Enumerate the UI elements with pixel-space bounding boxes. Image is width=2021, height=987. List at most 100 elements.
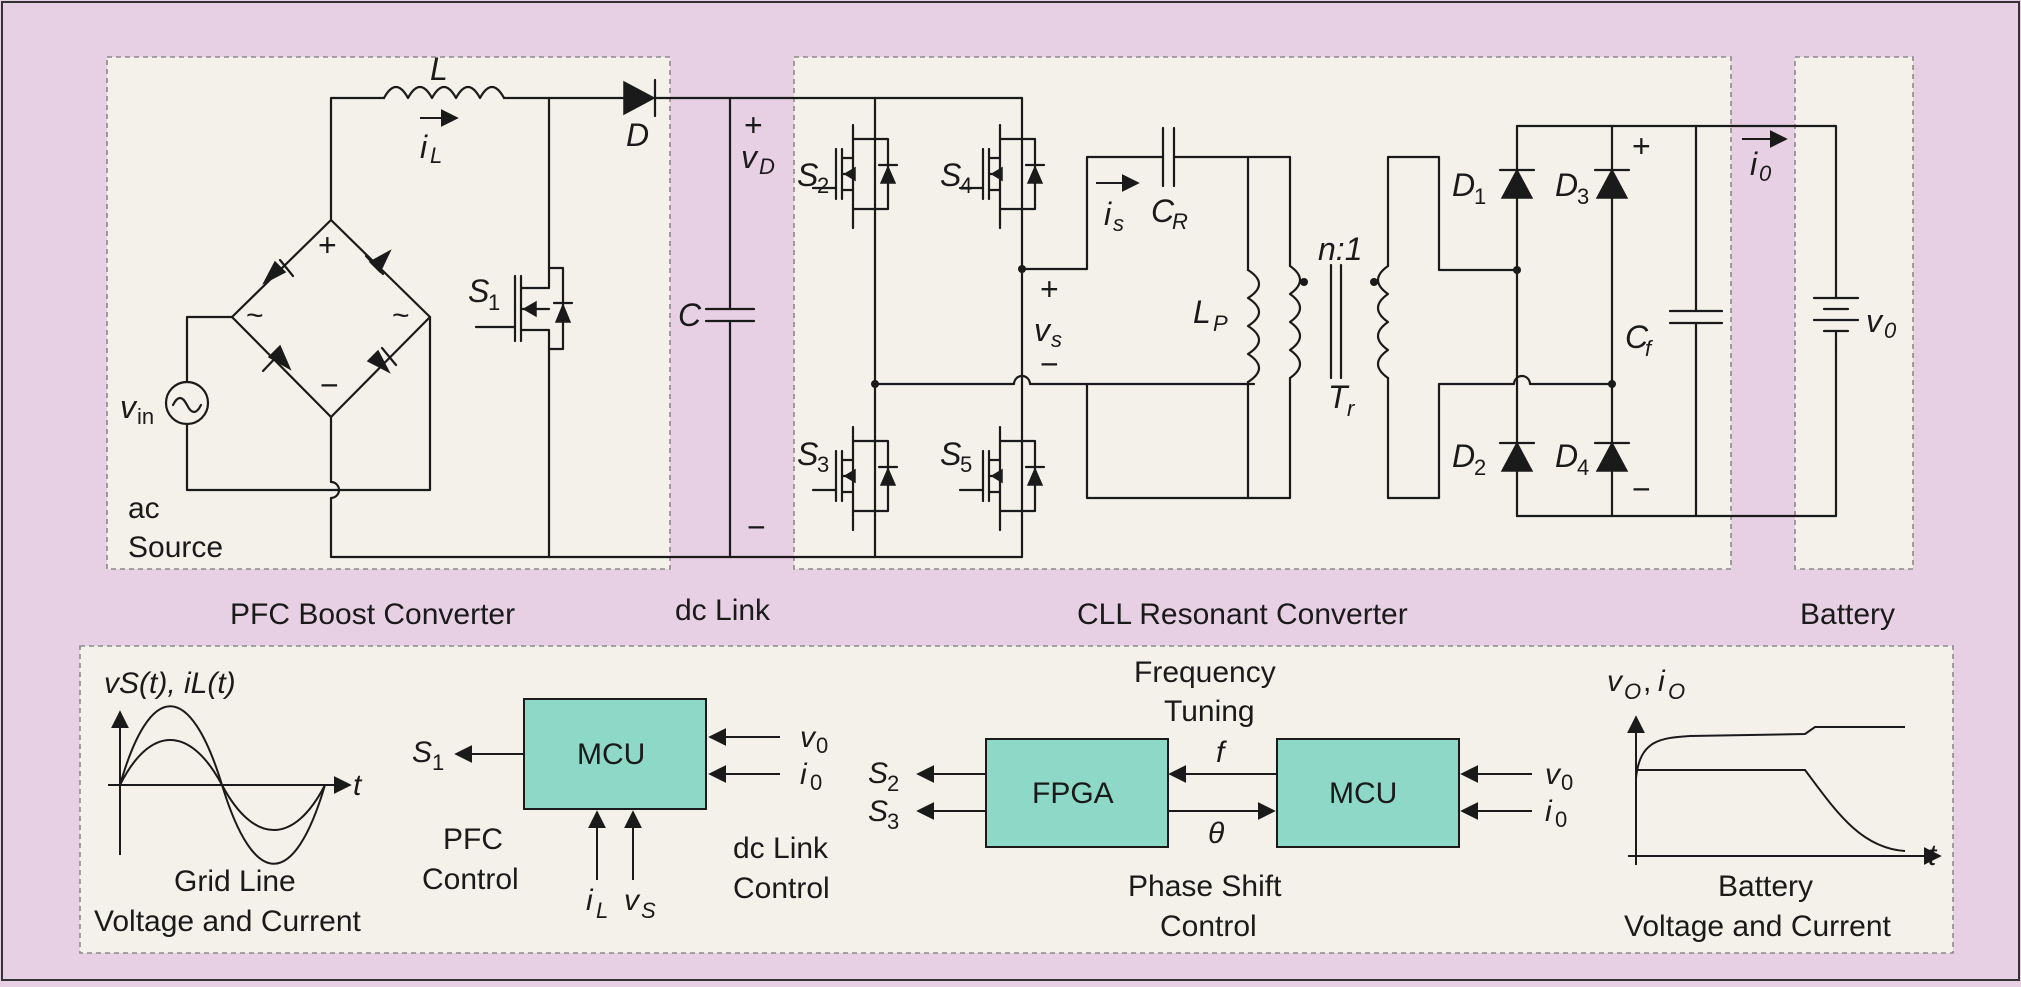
label-S3: S	[797, 436, 818, 472]
dc-caption-2: Control	[733, 872, 830, 905]
label-CR: C	[1151, 193, 1175, 229]
bridge-plus: +	[318, 227, 337, 263]
freq-caption-1: Frequency	[1134, 656, 1276, 689]
pfc-in-vS-sub: S	[641, 898, 656, 923]
section-pfc: PFC Boost Converter	[230, 598, 515, 631]
label-vs: v	[1034, 312, 1052, 348]
pfc-out-sub: 1	[432, 750, 444, 775]
pfc-circuit: + − ~ ~	[164, 78, 1024, 559]
signal-theta: θ	[1208, 817, 1225, 850]
signal-f: f	[1216, 736, 1227, 769]
section-dclink: dc Link	[675, 594, 771, 627]
rectifier	[1386, 124, 1860, 518]
fpga-block	[985, 738, 1169, 848]
pfc-in-iL: i	[586, 884, 594, 917]
label-S5: S	[940, 436, 961, 472]
pfc-caption-1: PFC	[443, 823, 503, 856]
label-S1-sub: 1	[488, 290, 500, 315]
mosfet-S5	[958, 425, 1046, 532]
out-s2-sub: 2	[887, 771, 899, 796]
section-battery: Battery	[1800, 598, 1895, 631]
pfc-out-label: S	[412, 736, 432, 769]
bat-caption-2: Voltage and Current	[1624, 910, 1892, 943]
grid-axis-label: vS(t), iL(t)	[104, 667, 236, 700]
label-LP-sub: P	[1213, 311, 1228, 336]
vs-plus: +	[1040, 271, 1059, 307]
cll-panel	[793, 56, 1732, 570]
label-D2-sub: 2	[1474, 455, 1486, 480]
label-S4-sub: 4	[960, 173, 972, 198]
label-S4: S	[940, 157, 961, 193]
pfc-mcu-block	[523, 698, 707, 810]
fpga-label: FPGA	[1032, 777, 1114, 810]
bat-axis-i-sub: O	[1668, 679, 1685, 704]
label-D2: D	[1452, 438, 1475, 474]
label-Tr-sub: r	[1347, 396, 1356, 421]
label-io-sub: 0	[1759, 161, 1772, 186]
mcu2-label: MCU	[1329, 777, 1397, 810]
grid-t-label: t	[353, 769, 363, 802]
label-Cf-sub: f	[1645, 336, 1654, 361]
mosfet-S2	[811, 123, 899, 230]
vs-minus: −	[1040, 346, 1059, 382]
label-D3-sub: 3	[1577, 184, 1589, 209]
label-vD: v	[741, 139, 759, 175]
label-D4: D	[1555, 438, 1578, 474]
mcu2-block	[1276, 738, 1460, 848]
label-vo: v	[1866, 303, 1884, 339]
mcu2-in-v-sub: 0	[1561, 770, 1573, 795]
label-S2: S	[797, 157, 818, 193]
label-L: L	[430, 51, 448, 87]
grid-caption-1: Grid Line	[174, 865, 296, 898]
dc-link-capacitor	[704, 96, 756, 559]
bat-axis-v-sub: O	[1624, 679, 1641, 704]
bat-t-label: t	[1928, 839, 1938, 872]
bat-axis-comma: ,	[1643, 665, 1651, 698]
label-vo-sub: 0	[1884, 318, 1897, 343]
bat-caption-1: Battery	[1718, 870, 1813, 903]
mcu2-in-v: v	[1545, 758, 1562, 791]
vD-plus: +	[744, 107, 763, 143]
label-io: i	[1750, 146, 1758, 182]
label-vin: v	[120, 389, 138, 425]
pfc-in-v: v	[800, 721, 817, 754]
mosfet-S3	[811, 425, 899, 532]
out-s3: S	[868, 795, 888, 828]
label-C: C	[678, 297, 702, 333]
grid-caption-2: Voltage and Current	[94, 905, 362, 938]
pfc-mcu-label: MCU	[577, 738, 645, 771]
mcu2-in-i-sub: 0	[1555, 807, 1567, 832]
pfc-in-iL-sub: L	[596, 898, 608, 923]
mcu2-in-i: i	[1545, 795, 1553, 828]
label-Tr: T	[1328, 379, 1350, 415]
label-Cf: C	[1625, 319, 1649, 355]
resonant-tank	[1085, 126, 1390, 500]
label-D4-sub: 4	[1577, 455, 1589, 480]
label-S5-sub: 5	[960, 452, 972, 477]
section-cll: CLL Resonant Converter	[1077, 598, 1408, 631]
battery-panel	[1794, 56, 1914, 570]
bridge-tilde-left: ~	[246, 299, 264, 332]
bat-axis-v: v	[1607, 665, 1624, 698]
label-vD-sub: D	[759, 154, 775, 179]
label-is: i	[1104, 196, 1112, 232]
label-S3-sub: 3	[817, 452, 829, 477]
mosfet-S1	[474, 266, 574, 559]
control-panel	[79, 645, 1954, 954]
label-S1: S	[468, 273, 489, 309]
label-CR-sub: R	[1172, 209, 1188, 234]
inductor-L	[382, 85, 506, 100]
bridge-minus: −	[320, 367, 339, 403]
label-ratio: n:1	[1318, 231, 1362, 267]
battery-charge-plot	[1627, 715, 1942, 865]
out-minus: −	[1632, 471, 1651, 507]
label-D1-sub: 1	[1474, 184, 1486, 209]
pfc-in-i-sub: 0	[810, 770, 822, 795]
freq-caption-2: Tuning	[1164, 695, 1255, 728]
dc-caption-1: dc Link	[733, 832, 829, 865]
bridge-tilde-right: ~	[392, 299, 410, 332]
phase-caption-2: Control	[1160, 910, 1257, 943]
phase-caption-1: Phase Shift	[1128, 870, 1282, 903]
